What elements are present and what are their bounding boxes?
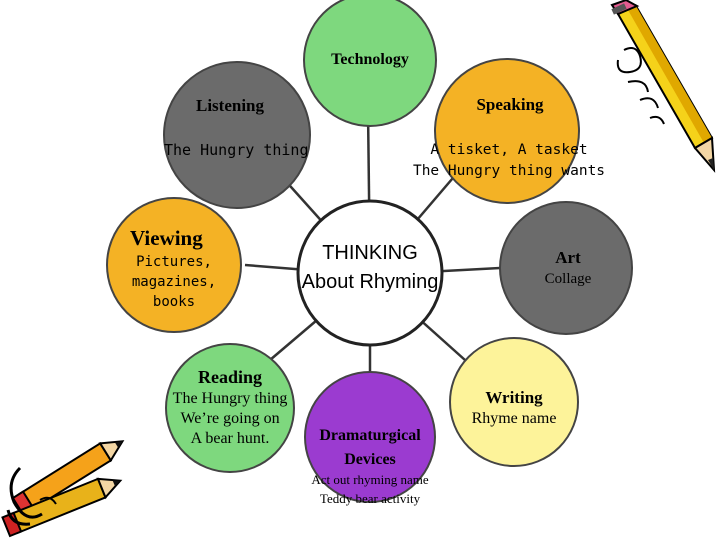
art-body-line1: Collage (544, 271, 592, 287)
dramaturgical-title-line1: Dramaturgical (319, 427, 421, 444)
reading-body-line1: The Hungry thing (172, 390, 288, 407)
technology-title: Technology (331, 51, 409, 68)
pencil-icon (610, 0, 716, 173)
reading-title: Reading (197, 367, 262, 387)
dramaturgical-body-line2: Teddy bear activity (319, 491, 421, 506)
speaking-body-line1: A tisket, A tasket (430, 142, 588, 158)
reading-circle (165, 343, 295, 473)
reading-body-line3: A bear hunt. (190, 430, 270, 447)
listening-title: Listening (195, 96, 265, 115)
art-circle (499, 201, 633, 335)
listening-body-line1: The Hungry thing (164, 141, 309, 159)
speaking-circle (434, 58, 580, 204)
dramaturgical-circle (304, 371, 436, 503)
writing-title: Writing (485, 388, 543, 407)
pencils-icon (1, 440, 125, 538)
writing-body-line1: Rhyme name (471, 410, 557, 427)
speaking-title: Speaking (476, 95, 544, 114)
viewing-body-line3: books (152, 294, 196, 310)
dramaturgical-title-line2: Devices (344, 451, 396, 468)
dramaturgical-body-line1: Act out rhyming name (311, 472, 429, 487)
center-circle (296, 199, 444, 347)
writing-circle (449, 337, 579, 467)
technology-circle (303, 0, 437, 127)
viewing-body-line2: magazines, (131, 274, 217, 290)
reading-body-line2: We’re going on (180, 410, 280, 427)
viewing-body-line1: Pictures, (136, 254, 212, 270)
listening-circle (163, 61, 311, 209)
speaking-body-line2: The Hungry thing wants (412, 163, 606, 179)
center-line1: THINKING (322, 242, 418, 264)
art-title: Art (555, 248, 581, 267)
center-line2: About Rhyming (301, 271, 439, 293)
viewing-title: Viewing (130, 226, 203, 250)
viewing-circle (106, 197, 242, 333)
